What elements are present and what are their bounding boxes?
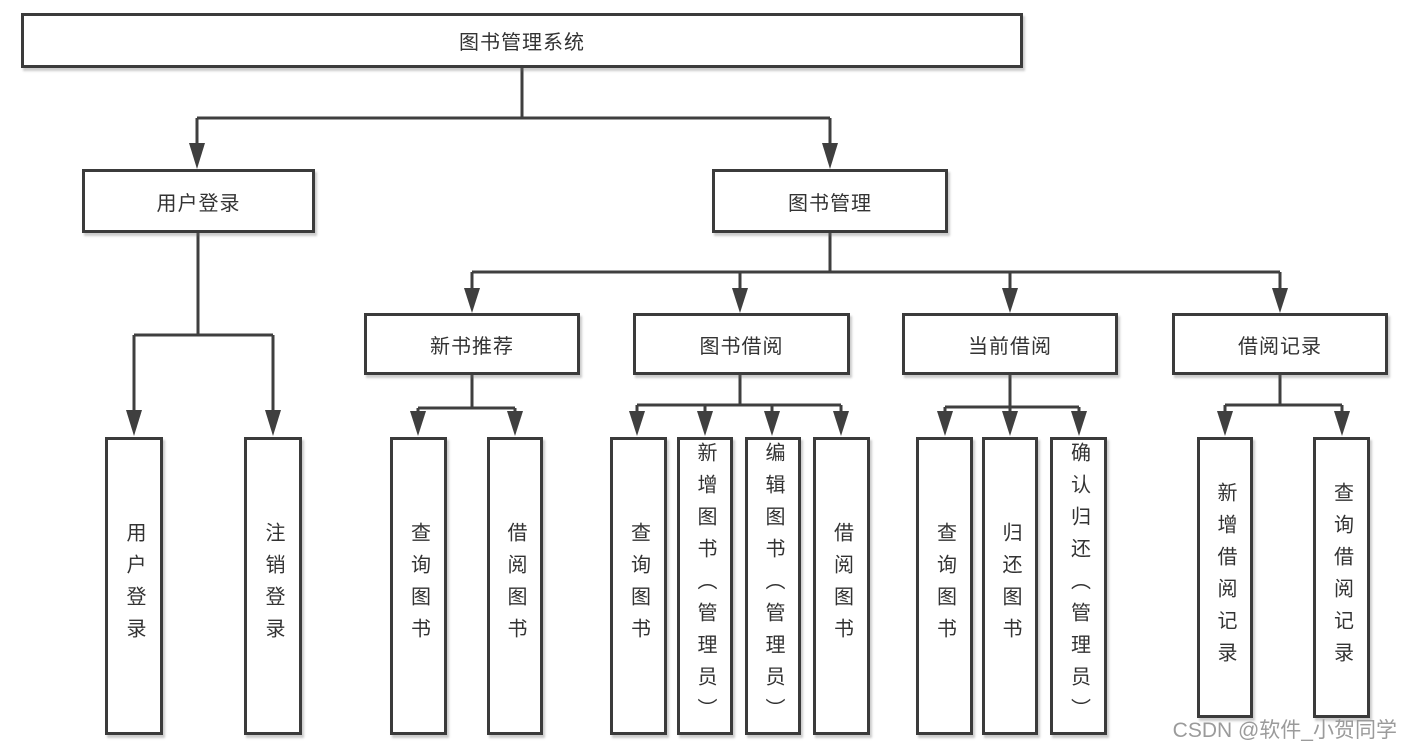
leaf-borrow-borrow-book: 借阅图书 (813, 437, 870, 735)
leaf-label: 新增图书（管理员） (694, 442, 716, 730)
node-label: 图书借阅 (699, 335, 784, 358)
leaf-current-confirm-return-admin: 确认归还（管理员） (1050, 437, 1107, 735)
leaf-borrow-edit-book-admin: 编辑图书（管理员） (745, 437, 801, 735)
node-label: 图书管理 (788, 192, 872, 215)
leaf-records-query-record: 查询借阅记录 (1313, 437, 1370, 718)
leaf-label: 查询图书 (407, 522, 430, 650)
leaf-label: 查询借阅记录 (1330, 481, 1353, 674)
node-borrowing-records: 借阅记录 (1172, 313, 1388, 375)
node-label: 新书推荐 (430, 335, 514, 358)
leaf-user-login: 用户登录 (105, 437, 163, 735)
leaf-label: 借阅图书 (504, 522, 526, 650)
leaf-current-query-book: 查询图书 (916, 437, 973, 735)
leaf-label: 归还图书 (999, 522, 1021, 650)
leaf-borrow-add-book-admin: 新增图书（管理员） (677, 437, 733, 735)
leaf-label: 新增借阅记录 (1214, 481, 1236, 674)
node-book-management: 图书管理 (712, 169, 948, 233)
csdn-watermark: CSDN @软件_小贺同学 (1172, 719, 1397, 742)
node-label: 当前借阅 (968, 335, 1052, 358)
leaf-label: 注销登录 (262, 522, 284, 650)
leaf-label: 确认归还（管理员） (1067, 442, 1090, 730)
leaf-recommend-query-book: 查询图书 (390, 437, 447, 735)
leaf-current-return-book: 归还图书 (982, 437, 1038, 735)
leaf-recommend-borrow-book: 借阅图书 (487, 437, 543, 735)
leaf-logout: 注销登录 (244, 437, 302, 735)
node-new-book-recommendation: 新书推荐 (364, 313, 580, 375)
leaf-label: 用户登录 (123, 522, 145, 650)
leaf-label: 查询图书 (933, 522, 956, 650)
node-label: 图书管理系统 (459, 32, 585, 54)
node-user-login: 用户登录 (82, 169, 315, 233)
node-book-borrowing: 图书借阅 (633, 313, 850, 375)
node-label: 用户登录 (156, 192, 241, 215)
leaf-records-add-record: 新增借阅记录 (1197, 437, 1253, 718)
leaf-label: 借阅图书 (830, 522, 853, 650)
node-current-borrowing: 当前借阅 (902, 313, 1118, 375)
leaf-label: 编辑图书（管理员） (762, 442, 784, 730)
leaf-label: 查询图书 (627, 522, 650, 650)
node-label: 借阅记录 (1238, 335, 1322, 358)
node-library-system: 图书管理系统 (21, 13, 1023, 68)
leaf-borrow-query-book: 查询图书 (610, 437, 667, 735)
